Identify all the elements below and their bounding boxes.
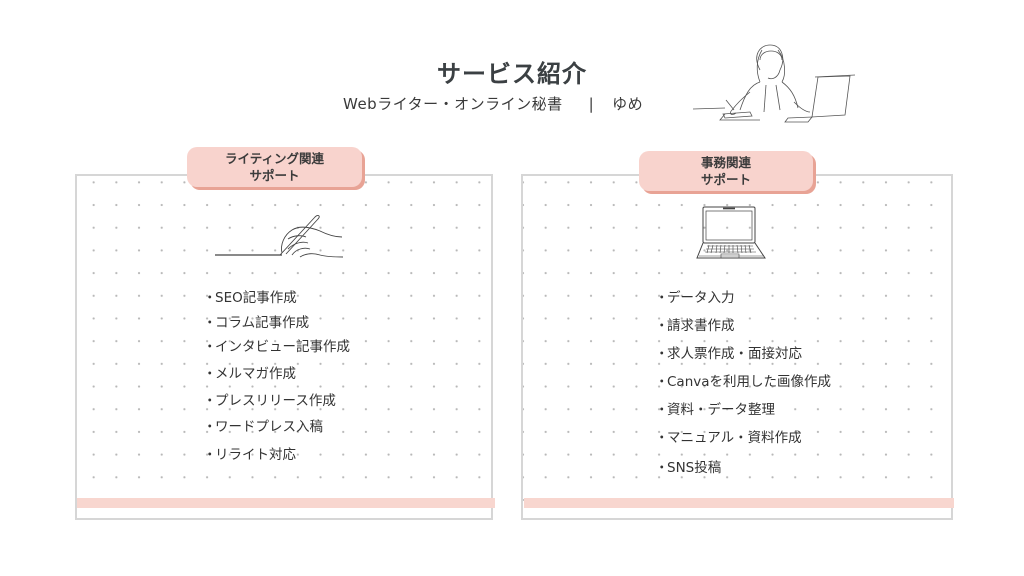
writing-support-panel [75, 174, 493, 520]
subtitle: Webライター・オンライン秘書 | ゆめ [343, 93, 643, 114]
office-panel-accent-bar [524, 498, 954, 508]
list-item: ・インタビュー記事作成 [203, 339, 350, 355]
list-item: ・コラム記事作成 [203, 315, 310, 331]
writing-panel-accent-bar [77, 498, 495, 508]
subtitle-separator: | [588, 95, 595, 113]
list-item: ・プレスリリース作成 [203, 393, 336, 409]
laptop-icon [696, 206, 766, 259]
subtitle-role: Webライター・オンライン秘書 [343, 95, 563, 113]
tag-line2: サポート [700, 172, 751, 187]
list-item: ・求人票作成・面接対応 [655, 346, 802, 362]
list-item: ・メルマガ作成 [203, 366, 296, 382]
list-item: ・資料・データ整理 [655, 402, 775, 418]
writing-support-tag: ライティング関連 サポート [187, 147, 362, 187]
woman-at-laptop-illustration [692, 44, 856, 123]
tag-line1: ライティング関連 [224, 151, 324, 166]
tag-line1: 事務関連 [700, 155, 751, 170]
list-item: ・リライト対応 [203, 447, 296, 463]
list-item: ・ワードプレス入稿 [203, 419, 323, 435]
subtitle-name: ゆめ [612, 95, 644, 113]
office-support-panel [521, 174, 953, 520]
hand-writing-icon [215, 215, 344, 258]
list-item: ・Canvaを利用した画像作成 [655, 374, 832, 390]
tag-line2: サポート [249, 168, 300, 183]
list-item: ・SNS投稿 [655, 460, 722, 476]
list-item: ・データ入力 [655, 290, 735, 306]
list-item: ・請求書作成 [655, 318, 735, 334]
office-support-tag: 事務関連 サポート [639, 151, 813, 191]
list-item: ・SEO記事作成 [203, 290, 297, 306]
page-title: サービス紹介 [437, 60, 587, 88]
list-item: ・マニュアル・資料作成 [655, 430, 802, 446]
